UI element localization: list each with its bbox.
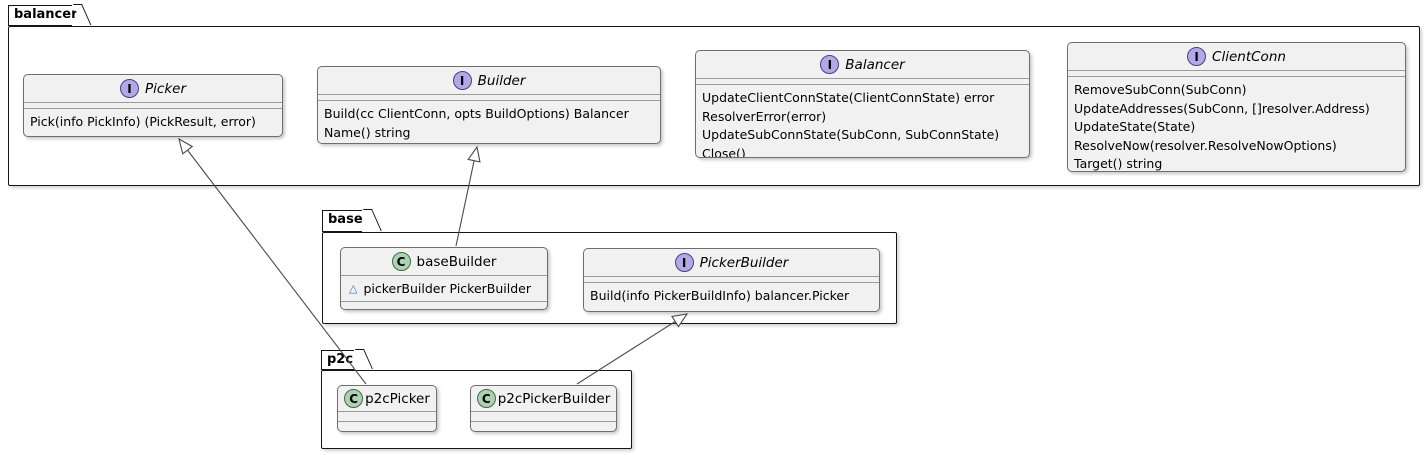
class-title: C p2cPickerBuilder [471,386,616,411]
package-p2c-tab: p2c [321,350,354,370]
method: Close() [702,145,746,158]
fields-compartment [338,411,436,421]
fields-compartment [318,94,660,100]
field: pickerBuilder PickerBuilder [363,281,531,296]
class-name: PickerBuilder [699,254,789,271]
package-balancer-tab: balancer [8,5,78,26]
methods-compartment: UpdateClientConnState(ClientConnState) e… [696,84,1029,158]
class-box-builder: I Builder Build(cc ClientConn, opts Buil… [317,66,661,144]
interface-icon: I [120,79,139,98]
method: Build(cc ClientConn, opts BuildOptions) … [324,106,629,121]
class-name: p2cPickerBuilder [497,390,611,407]
package-p2c-label: p2c [327,352,354,367]
class-title: I Picker [24,75,282,102]
class-name: ClientConn [1212,48,1286,65]
methods-compartment: RemoveSubConn(SubConn) UpdateAddresses(S… [1068,76,1405,171]
methods-compartment: Build(info PickerBuildInfo) balancer.Pic… [584,282,879,311]
class-icon: C [344,389,364,408]
class-name: p2cPicker [365,390,430,407]
class-title: I PickerBuilder [584,249,879,276]
class-title: C p2cPicker [338,386,436,411]
methods-compartment: Pick(info PickInfo) (PickResult, error) [24,108,282,136]
interface-icon: I [674,253,694,272]
fields-compartment [696,78,1029,84]
methods-compartment: Build(cc ClientConn, opts BuildOptions) … [318,100,660,143]
fields-compartment: △ pickerBuilder PickerBuilder [341,275,547,301]
class-icon: C [476,389,496,408]
method: ResolveNow(resolver.ResolveNowOptions) [1074,137,1337,153]
package-private-field-icon: △ [349,282,358,295]
class-box-p2cpickerbuilder: C p2cPickerBuilder [470,385,617,432]
fields-compartment [584,276,879,282]
method: UpdateSubConnState(SubConn, SubConnState… [702,127,1000,142]
class-name: Builder [477,72,526,89]
class-name: Balancer [845,56,905,73]
interface-icon: I [452,71,472,90]
interface-icon: I [1187,47,1207,66]
class-box-p2cpicker: C p2cPicker [337,385,437,432]
method: ResolverError(error) [702,108,827,124]
class-box-picker: I Picker Pick(info PickInfo) (PickResult… [23,74,283,137]
class-icon: C [391,252,411,271]
class-title: C baseBuilder [341,248,547,275]
class-name: Picker [145,80,186,97]
method: UpdateClientConnState(ClientConnState) e… [702,90,995,105]
methods-compartment [341,301,547,309]
method: UpdateState(State) [1074,119,1196,134]
methods-compartment [471,421,616,431]
class-title: I Balancer [696,51,1029,78]
interface-icon: I [820,55,840,74]
method: Name() string [324,124,411,140]
class-title: I ClientConn [1068,43,1405,70]
class-box-clientconn: I ClientConn RemoveSubConn(SubConn) Upda… [1067,42,1406,172]
fields-compartment [471,411,616,421]
class-box-pickerbuilder: I PickerBuilder Build(info PickerBuildIn… [583,248,880,312]
class-title: I Builder [318,67,660,94]
class-name: baseBuilder [416,253,497,270]
class-box-balancer: I Balancer UpdateClientConnState(ClientC… [695,50,1030,158]
method: Pick(info PickInfo) (PickResult, error) [30,114,256,129]
method: Target() string [1074,156,1163,171]
methods-compartment [338,421,436,431]
package-base-tab: base [322,210,363,232]
package-base-label: base [328,212,363,227]
method: RemoveSubConn(SubConn) [1074,82,1247,97]
class-box-basebuilder: C baseBuilder △ pickerBuilder PickerBuil… [340,247,548,310]
method: UpdateAddresses(SubConn, []resolver.Addr… [1074,100,1370,116]
fields-compartment [24,102,282,108]
method: Build(info PickerBuildInfo) balancer.Pic… [590,288,850,303]
package-balancer-label: balancer [14,7,78,22]
fields-compartment [1068,70,1405,76]
